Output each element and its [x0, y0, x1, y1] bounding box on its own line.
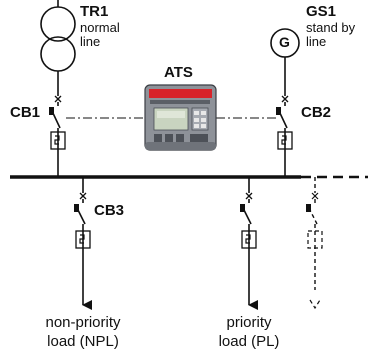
npl-line1: non-priority — [45, 314, 121, 331]
cb3-feeder-npl — [74, 177, 92, 310]
gs1-desc-line2: line — [306, 34, 327, 49]
cb2-label: CB2 — [301, 104, 332, 121]
gs1-generator-symbol-letter: G — [279, 34, 290, 50]
cb1-breaker-symbol — [49, 102, 66, 176]
cb2-breaker-symbol — [276, 102, 293, 176]
pl-line1: priority — [226, 314, 272, 331]
gs1-desc-line1: stand by — [306, 20, 356, 35]
tr1-desc-line2: line — [80, 34, 101, 49]
npl-line2: load (NPL) — [47, 333, 119, 350]
npl-load-label: non-priority load (NPL) — [23, 313, 143, 351]
tr1-label: TR1 — [80, 3, 109, 20]
gs1-label: GS1 — [306, 3, 337, 20]
generator-gs1-symbol — [270, 28, 300, 96]
gs1-disconnector-mark — [281, 95, 289, 103]
pl-line2: load (PL) — [218, 333, 280, 350]
future-feeder-dashed — [306, 177, 323, 310]
ats-label: ATS — [164, 64, 193, 81]
pl-load-label: priority load (PL) — [204, 313, 294, 351]
cb1-label: CB1 — [10, 104, 41, 121]
cb3-label: CB3 — [94, 202, 125, 219]
priority-feeder-pl — [240, 177, 258, 310]
transformer-tr1-symbol — [40, 0, 76, 96]
tr1-disconnector-mark — [54, 95, 62, 103]
ats-controller-device — [144, 84, 217, 151]
tr1-desc-line1: normal — [80, 20, 120, 35]
